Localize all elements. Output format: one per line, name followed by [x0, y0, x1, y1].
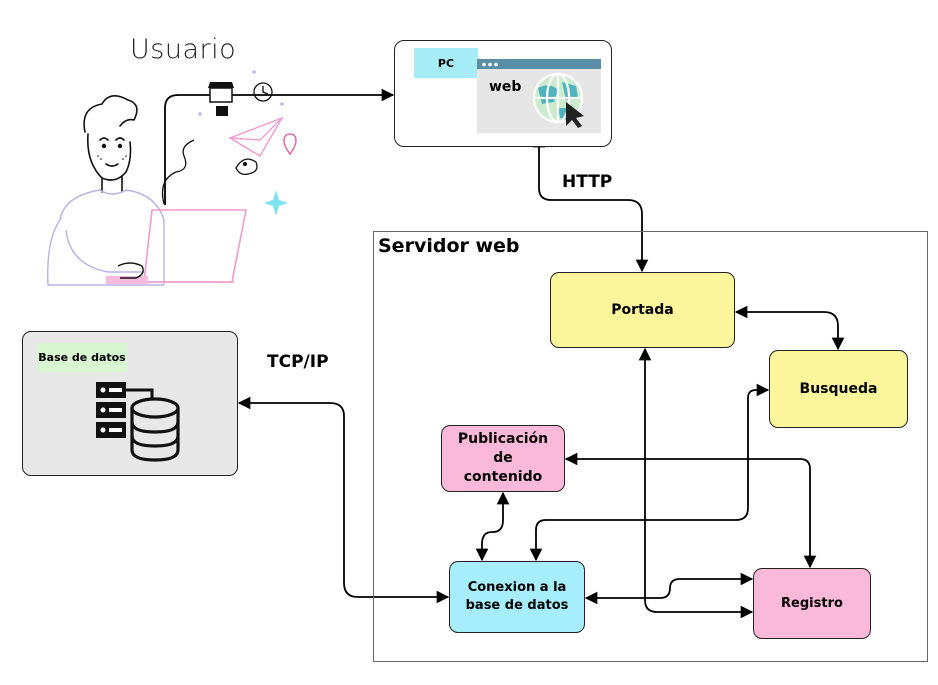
globe-icon: [532, 72, 584, 128]
pc-label: PC: [414, 48, 478, 78]
node-busqueda-label: Busqueda: [799, 380, 878, 397]
location-pin-icon: [283, 133, 297, 156]
node-conexion-line1: Conexion a la: [467, 580, 567, 596]
database-server-icon: [96, 382, 180, 462]
cursor-icon: [566, 102, 584, 128]
http-label: HTTP: [562, 172, 613, 192]
browser-title-bar: [477, 59, 601, 69]
edge-portada-busqueda: [734, 305, 845, 351]
edge-publicacion-registro: [564, 452, 817, 569]
node-conexion: Conexion a la base de datos: [449, 561, 585, 633]
node-busqueda: Busqueda: [769, 350, 908, 428]
edge-conexion-database: [237, 396, 450, 604]
database-label: Base de datos: [37, 343, 127, 372]
web-server-container: [373, 231, 928, 662]
floating-icons: [198, 70, 297, 216]
clock-icon: [253, 82, 273, 102]
node-registro: Registro: [753, 568, 871, 639]
node-portada-label: Portada: [611, 301, 674, 318]
browser-web-label: web: [489, 79, 522, 95]
node-conexion-line2: base de datos: [465, 598, 569, 613]
window-dots-icon: [482, 62, 498, 67]
edge-pc-portada: [532, 134, 649, 273]
node-publicacion-line1: Publicación de: [457, 431, 549, 467]
web-server-title: Servidor web: [378, 235, 520, 257]
node-publicacion-line2: contenido: [463, 468, 543, 485]
server-rack-icon: [96, 382, 154, 438]
shop-icon: [208, 82, 234, 116]
edge-publicacion-conexion: [475, 491, 510, 562]
person-laptop-illustration: [47, 95, 247, 286]
node-portada: Portada: [550, 272, 735, 348]
usuario-title: Usuario: [130, 34, 237, 65]
node-registro-label: Registro: [781, 595, 843, 611]
paper-plane-icon: [228, 116, 284, 157]
edge-conexion-registro: [584, 572, 754, 605]
palette-icon: [235, 158, 258, 176]
database-icon: [130, 397, 180, 462]
sparkle-icon: [264, 190, 288, 216]
node-publicacion: Publicación de contenido: [441, 425, 565, 492]
tcpip-label: TCP/IP: [267, 352, 329, 372]
edge-usuario-pc: [164, 88, 395, 205]
